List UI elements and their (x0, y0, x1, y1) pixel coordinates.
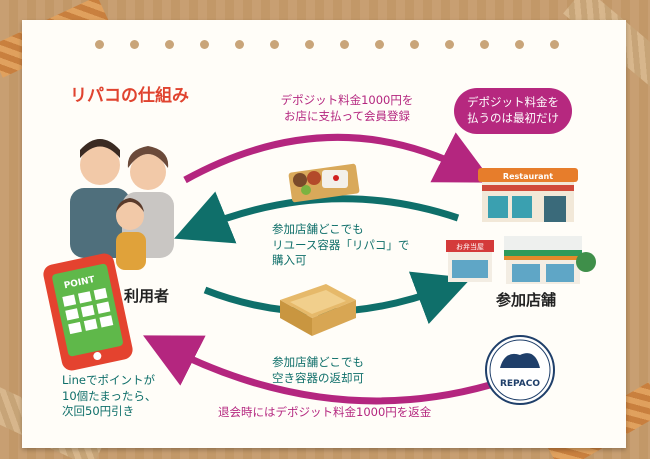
phone-illustration: POINT (43, 253, 133, 371)
store-label: 参加店舗 (496, 291, 557, 309)
middle-flow-text: 参加店舗どこでも リユース容器「リパコ」で 購入可 (272, 222, 410, 268)
arrow-payment (183, 132, 493, 184)
bento-box-illustration (288, 163, 360, 203)
store-row-illustration: お弁当屋 (446, 236, 596, 284)
refund-text: 退会時にはデポジット料金1000円を返金 (218, 405, 432, 419)
user-label: 利用者 (124, 287, 170, 305)
repaco-logo: REPACO (485, 335, 555, 405)
point-note: Lineでポイントが 10個たまったら、 次回50円引き (62, 373, 157, 419)
empty-container-illustration (280, 284, 356, 336)
arrow-purchase (174, 191, 460, 244)
restaurant-illustration: Restaurant (478, 168, 578, 222)
arrow-refund (143, 335, 491, 405)
top-flow-text: デポジット料金1000円を お店に支払って会員登録 (280, 93, 414, 123)
logo-text: REPACO (500, 379, 540, 389)
restaurant-sign-text: Restaurant (503, 172, 553, 181)
diagram-title: リパコの仕組み (70, 86, 189, 106)
return-flow-text: 参加店舗どこでも 空き容器の返却可 (272, 355, 364, 385)
bento-shop-sign-text: お弁当屋 (456, 242, 484, 251)
family-illustration (70, 139, 174, 270)
deposit-badge: デポジット料金を 払うのは最初だけ (454, 88, 572, 134)
